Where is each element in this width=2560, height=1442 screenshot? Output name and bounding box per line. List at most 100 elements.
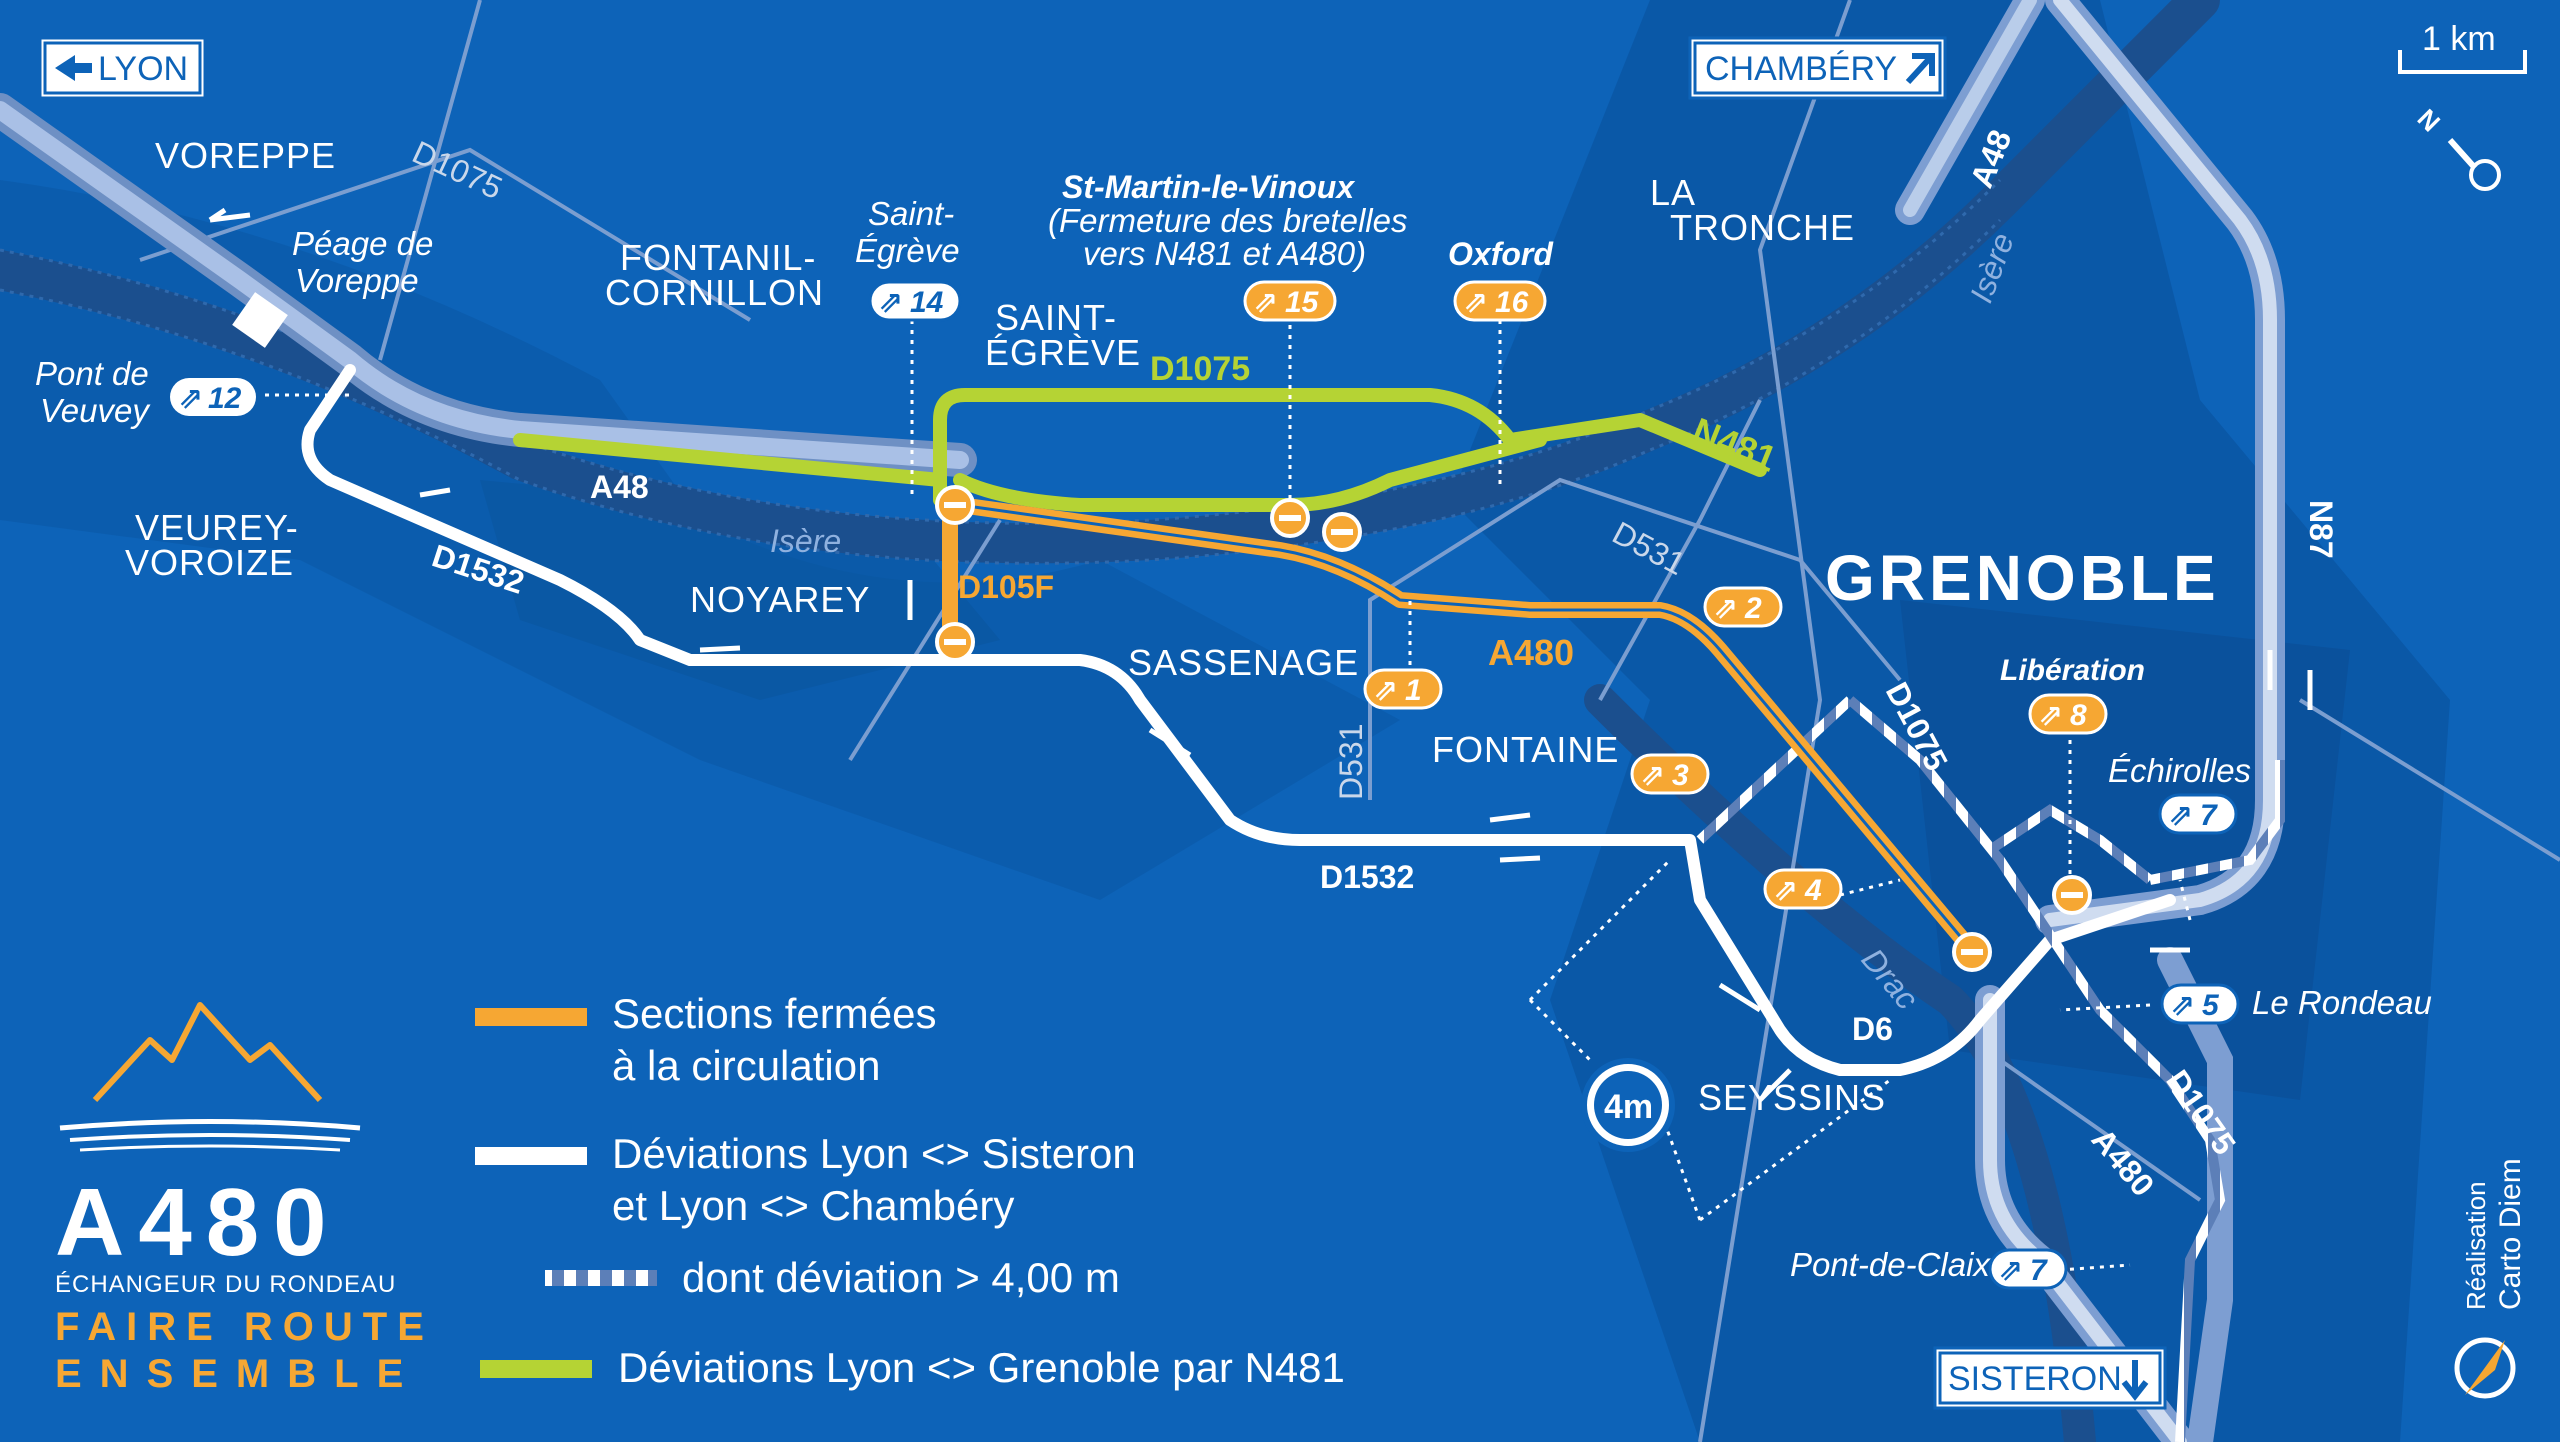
legend-closed-2: à la circulation <box>612 1042 880 1089</box>
arrow-left-icon <box>55 55 92 81</box>
height-limit-sign: 4m <box>1581 1058 1675 1152</box>
place-st-egreve-2: ÉGRÈVE <box>985 332 1141 373</box>
place-le-rondeau: Le Rondeau <box>2252 984 2432 1021</box>
sign-chambery[interactable]: CHAMBÉRY <box>1688 36 1947 100</box>
road-d1532-b: D1532 <box>1320 859 1414 895</box>
logo-title: A480 <box>55 1169 341 1276</box>
svg-text:⇗: ⇗ <box>1253 286 1278 319</box>
exit-badge-4: ⇗4 <box>1763 868 1843 910</box>
place-st-egreve-it-2: Égrève <box>855 232 960 269</box>
svg-text:⇗: ⇗ <box>1640 759 1665 792</box>
place-fontaine: FONTAINE <box>1432 729 1619 770</box>
exit-badge-14: ⇗14 <box>868 280 962 322</box>
sign-sisteron-label: SISTERON <box>1948 1360 2122 1398</box>
sign-lyon[interactable]: LYON <box>38 36 207 100</box>
place-st-martin-note-2: vers N481 et A480) <box>1083 235 1366 272</box>
credit: Réalisation Carto Diem <box>2454 1158 2527 1399</box>
exit-badge-7b: ⇗7 <box>1988 1248 2068 1290</box>
place-noyarey: NOYAREY <box>690 579 870 620</box>
credit-line2: Carto Diem <box>2494 1158 2527 1310</box>
legend-dev-2: et Lyon <> Chambéry <box>612 1182 1014 1229</box>
toll-booth-icon <box>232 292 288 348</box>
place-pont-veuvey-1: Pont de <box>35 355 149 392</box>
place-voreppe: VOREPPE <box>155 135 336 176</box>
place-fontanil-2: CORNILLON <box>605 272 824 313</box>
deviation-high <box>1696 696 2285 1442</box>
place-st-egreve-1: SAINT- <box>995 297 1117 338</box>
place-fontanil-1: FONTANIL- <box>620 237 816 278</box>
exit-badge-2: ⇗2 <box>1703 586 1783 628</box>
svg-text:15: 15 <box>1285 286 1320 319</box>
svg-text:16: 16 <box>1495 286 1529 319</box>
logo: A480 ÉCHANGEUR DU RONDEAU FAIRE ROUTE EN… <box>55 1002 434 1396</box>
svg-text:7: 7 <box>2200 799 2218 832</box>
exit-badge-7a: ⇗7 <box>2158 793 2238 835</box>
svg-text:3: 3 <box>1672 759 1689 792</box>
place-st-martin-note-1: (Fermeture des bretelles <box>1048 202 1407 239</box>
place-oxford: Oxford <box>1448 236 1554 272</box>
svg-text:⇗: ⇗ <box>1773 874 1798 907</box>
place-st-martin: St-Martin-le-Vinoux <box>1062 169 1355 205</box>
place-sassenage: SASSENAGE <box>1128 642 1359 683</box>
place-liberation: Libération <box>2000 654 2145 687</box>
n481-route <box>513 388 1767 512</box>
exit-badge-8: ⇗8 <box>2028 693 2108 735</box>
road-a480-a: A480 <box>1488 632 1574 673</box>
road-d1075-b: D1075 <box>1150 350 1250 388</box>
place-peage-1: Péage de <box>292 225 433 262</box>
sign-chambery-label: CHAMBÉRY <box>1705 50 1897 88</box>
svg-text:⇗: ⇗ <box>1373 674 1398 707</box>
logo-subtitle: ÉCHANGEUR DU RONDEAU <box>55 1271 396 1298</box>
compass-icon <box>2454 1337 2516 1399</box>
svg-text:⇗: ⇗ <box>2168 799 2193 832</box>
legend-n481: Déviations Lyon <> Grenoble par N481 <box>618 1344 1345 1391</box>
closed-inner <box>959 503 1982 961</box>
svg-text:⇗: ⇗ <box>1463 286 1488 319</box>
place-pont-de-claix: Pont-de-Claix <box>1790 1246 1991 1283</box>
place-peage-2: Voreppe <box>295 262 419 299</box>
road-n87: N87 <box>2303 500 2339 559</box>
place-la-tronche-2: TRONCHE <box>1670 207 1855 248</box>
svg-text:5: 5 <box>2202 989 2220 1022</box>
sign-lyon-label: LYON <box>98 50 188 88</box>
scale-bar: 1 km <box>2398 20 2527 74</box>
grey-roads <box>139 0 2560 1442</box>
svg-text:14: 14 <box>910 286 944 319</box>
exit-badge-3: ⇗3 <box>1630 753 1710 795</box>
legend-swatch-closed <box>475 1008 587 1026</box>
legend-dev-high: dont déviation > 4,00 m <box>682 1254 1120 1301</box>
direction-arrows <box>208 207 2313 1102</box>
legend-dev-1: Déviations Lyon <> Sisteron <box>612 1130 1136 1177</box>
exit-badge-5: ⇗5 <box>2160 983 2240 1025</box>
place-seyssins: SEYSSINS <box>1698 1077 1886 1118</box>
exit-badge-16: ⇗16 <box>1453 280 1547 322</box>
closure-markers <box>935 485 2092 972</box>
place-echirolles: Échirolles <box>2108 752 2251 789</box>
svg-text:8: 8 <box>2070 699 2087 732</box>
legend-swatch-deviation <box>475 1147 587 1165</box>
exit-badge-15: ⇗15 <box>1243 280 1337 322</box>
arrow-up-right-icon <box>1905 53 1935 85</box>
place-grenoble: GRENOBLE <box>1825 542 2220 614</box>
svg-text:⇗: ⇗ <box>878 286 903 319</box>
svg-text:2: 2 <box>1744 592 1762 625</box>
road-d105f: D105F <box>958 569 1054 605</box>
credit-line1: Réalisation <box>2461 1181 2491 1310</box>
legend-closed-1: Sections fermées <box>612 990 936 1037</box>
legend-swatch-n481 <box>480 1360 592 1378</box>
height-limit-label: 4m <box>1604 1088 1653 1126</box>
svg-text:⇗: ⇗ <box>1998 1254 2023 1287</box>
exit-badge-12: ⇗12 <box>170 378 256 416</box>
place-la-tronche-1: LA <box>1650 172 1696 213</box>
logo-slogan-2: ENSEMBLE <box>55 1352 421 1396</box>
svg-text:1: 1 <box>1405 674 1422 707</box>
svg-text:⇗: ⇗ <box>178 382 203 415</box>
road-d6: D6 <box>1852 1011 1893 1047</box>
legend: Sections fermées à la circulation Déviat… <box>475 990 1345 1391</box>
svg-text:⇗: ⇗ <box>2170 989 2195 1022</box>
logo-slogan-1: FAIRE ROUTE <box>55 1305 434 1349</box>
sign-sisteron[interactable]: SISTERON <box>1933 1346 2167 1410</box>
place-veurey-1: VEUREY- <box>135 507 299 548</box>
legend-swatch-high <box>545 1270 657 1286</box>
